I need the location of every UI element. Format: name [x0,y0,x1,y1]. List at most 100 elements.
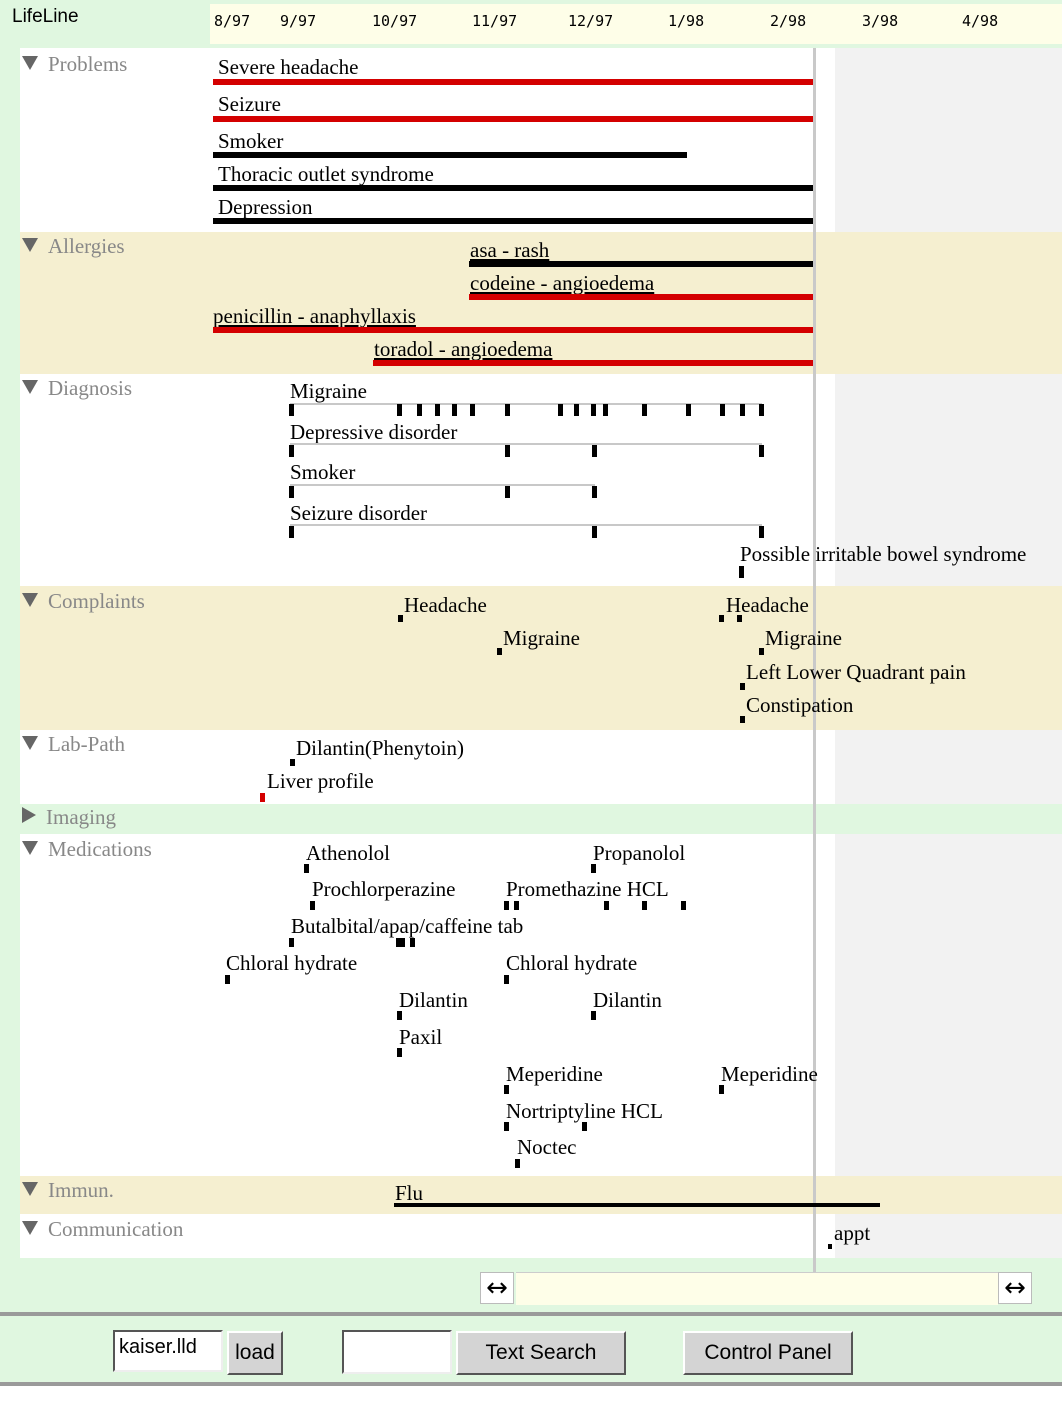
complaint-label[interactable]: Constipation [746,693,854,717]
medication-marker[interactable] [225,975,230,984]
category-complaints-toggle[interactable]: Complaints [22,589,145,614]
complaint-marker[interactable] [719,615,724,622]
complaint-marker[interactable] [759,648,764,655]
allergy-bar[interactable] [213,327,813,333]
scroll-left-button[interactable]: ↔ [480,1272,514,1304]
complaint-marker[interactable] [497,648,502,655]
medication-marker[interactable] [515,1159,520,1168]
medication-marker[interactable] [304,864,309,873]
category-label: Lab-Path [48,732,125,756]
time-axis [210,4,1062,44]
labpath-marker[interactable] [290,759,295,766]
labpath-label[interactable]: Liver profile [267,769,374,793]
diagnosis-label[interactable]: Migraine [290,379,367,403]
category-medications-toggle[interactable]: Medications [22,837,152,862]
collapse-triangle-icon [22,1182,38,1196]
problem-bar[interactable] [213,152,687,158]
allergy-label[interactable]: penicillin - anaphyllaxis [213,304,416,328]
problem-bar[interactable] [213,79,813,85]
complaint-label[interactable]: Migraine [503,626,580,650]
problem-label[interactable]: Thoracic outlet syndrome [218,162,434,186]
category-communication-toggle[interactable]: Communication [22,1217,183,1242]
complaint-marker[interactable] [740,683,745,690]
labpath-label[interactable]: Dilantin(Phenytoin) [296,736,464,760]
search-input[interactable] [342,1330,452,1374]
problem-bar[interactable] [213,218,813,224]
month-label: 3/98 [862,12,899,30]
category-imaging-toggle[interactable]: Imaging [22,805,116,830]
medication-label[interactable]: Prochlorperazine [312,877,456,901]
collapse-triangle-icon [22,841,38,855]
problem-label[interactable]: Seizure [218,92,281,116]
medication-label[interactable]: Dilantin [593,988,662,1012]
medication-label[interactable]: Nortriptyline HCL [506,1099,663,1123]
medication-marker[interactable] [591,864,596,873]
complaint-marker[interactable] [737,615,742,622]
complaint-marker[interactable] [740,716,745,723]
month-label: 9/97 [280,12,317,30]
complaint-label[interactable]: Migraine [765,626,842,650]
communication-marker[interactable] [828,1244,832,1249]
file-name-field[interactable]: kaiser.lld [113,1330,223,1372]
problem-label[interactable]: Severe headache [218,55,359,79]
immunization-bar[interactable] [394,1203,880,1207]
medication-label[interactable]: Meperidine [506,1062,603,1086]
medication-label[interactable]: Dilantin [399,988,468,1012]
medication-label[interactable]: Propanolol [593,841,686,865]
medication-marker[interactable] [397,1011,402,1020]
category-immun-toggle[interactable]: Immun. [22,1178,114,1203]
month-label: 4/98 [962,12,999,30]
category-problems-toggle[interactable]: Problems [22,52,127,77]
problem-label[interactable]: Smoker [218,129,284,153]
problem-label[interactable]: Depression [218,195,313,219]
medication-marker[interactable] [719,1085,724,1094]
medication-label[interactable]: Paxil [399,1025,443,1049]
immunization-label[interactable]: Flu [395,1181,424,1205]
diagnosis-label[interactable]: Seizure disorder [290,501,428,525]
medication-marker[interactable] [504,1085,509,1094]
band-complaints [20,586,1062,730]
medication-label[interactable]: Athenolol [306,841,390,865]
diagnosis-line [290,484,595,486]
problem-bar[interactable] [213,116,813,122]
medication-label[interactable]: Butalbital/apap/caffeine tab [291,914,524,938]
medication-marker[interactable] [504,975,509,984]
medication-marker[interactable] [310,901,315,910]
labpath-marker-abnormal[interactable] [260,793,265,802]
category-labpath-toggle[interactable]: Lab-Path [22,732,125,757]
load-button[interactable]: load [227,1331,283,1375]
allergy-label[interactable]: toradol - angioedema [374,337,553,361]
allergy-bar[interactable] [373,360,813,366]
complaint-label[interactable]: Left Lower Quadrant pain [746,660,966,684]
complaint-marker[interactable] [398,615,403,622]
category-diagnosis-toggle[interactable]: Diagnosis [22,376,132,401]
medication-label[interactable]: Chloral hydrate [226,951,358,975]
diagnosis-label[interactable]: Possible irritable bowel syndrome [740,542,1027,566]
medication-label[interactable]: Promethazine HCL [506,877,669,901]
medication-marker[interactable] [397,1048,402,1057]
diagnosis-line [290,524,762,526]
medication-label[interactable]: Chloral hydrate [506,951,638,975]
medication-label[interactable]: Noctec [517,1135,577,1159]
collapse-triangle-icon [22,380,38,394]
complaint-label[interactable]: Headache [726,593,809,617]
medication-label[interactable]: Meperidine [721,1062,818,1086]
medication-marker[interactable] [591,1011,596,1020]
allergy-label[interactable]: codeine - angioedema [470,271,655,295]
text-search-button[interactable]: Text Search [456,1331,626,1375]
control-panel-button[interactable]: Control Panel [683,1331,853,1375]
allergy-bar[interactable] [469,294,813,300]
allergy-label[interactable]: asa - rash [470,238,550,262]
diagnosis-tick[interactable] [739,566,744,578]
diagnosis-label[interactable]: Depressive disorder [290,420,458,444]
scroll-right-button[interactable]: ↔ [998,1272,1032,1304]
problem-bar[interactable] [213,185,813,191]
complaint-label[interactable]: Headache [404,593,487,617]
category-label: Communication [48,1217,184,1241]
today-marker [813,48,816,1288]
allergy-bar[interactable] [469,261,813,267]
diagnosis-label[interactable]: Smoker [290,460,356,484]
category-allergies-toggle[interactable]: Allergies [22,234,125,259]
communication-label[interactable]: appt [834,1221,871,1245]
horizontal-scroll-track[interactable] [516,1272,998,1305]
